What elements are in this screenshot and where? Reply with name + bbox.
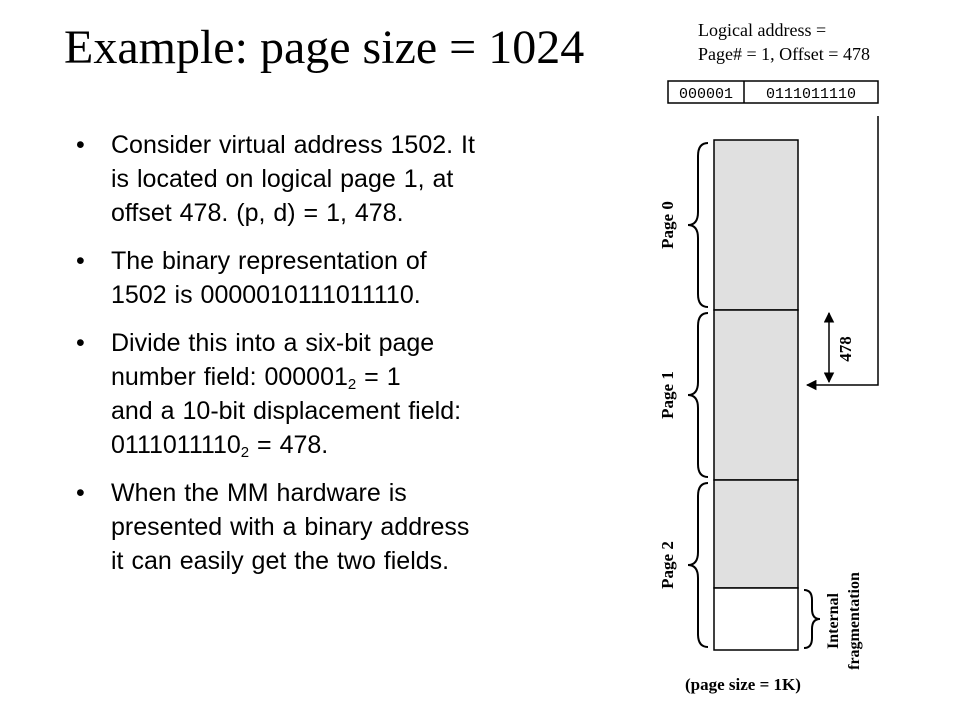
bullet-dot-icon: •	[76, 247, 85, 275]
page-2-used-block	[713, 479, 799, 589]
fragmentation-label-line-1: Internal	[825, 592, 842, 649]
bullet-1-line-2: is located on logical page 1, at	[111, 165, 454, 193]
bullet-dot-icon: •	[76, 479, 85, 507]
bullet-item-4: • When the MM hardware is presented with…	[76, 476, 596, 578]
page-field-binary: number field: 000001	[111, 363, 348, 391]
bullet-3-line-2: number field: 0000012 = 1	[111, 360, 596, 394]
bullet-item-2: • The binary representation of 1502 is 0…	[76, 244, 596, 312]
bullet-4-line-2: presented with a binary address	[111, 513, 470, 541]
bullet-4-line-3: it can easily get the two fields.	[111, 547, 450, 575]
page-field-value: = 1	[356, 363, 401, 391]
offset-dimension-label: 478	[836, 336, 855, 362]
bullet-3-line-1: Divide this into a six-bit page	[111, 329, 435, 357]
bullet-1-line-3: offset 478. (p, d) = 1, 478.	[111, 199, 404, 227]
bullet-3-line-4: 01110111102 = 478.	[111, 428, 596, 462]
bullet-item-3: • Divide this into a six-bit page number…	[76, 326, 596, 462]
page-2-brace	[687, 482, 709, 648]
bullet-2-line-1: The binary representation of	[111, 247, 427, 275]
page-1-label: Page 1	[658, 371, 677, 419]
bullet-dot-icon: •	[76, 131, 85, 159]
slide-title: Example: page size = 1024	[64, 21, 585, 74]
page-1-brace	[687, 312, 709, 478]
bullet-2-line-2: 1502 is 0000010111011110.	[111, 281, 421, 309]
offset-pointer-arrow	[805, 116, 879, 391]
page-size-note: (page size = 1K)	[685, 675, 801, 694]
logical-address-label: Logical address =	[698, 20, 826, 40]
bullet-item-1: • Consider virtual address 1502. It is l…	[76, 128, 596, 230]
base-subscript: 2	[347, 376, 357, 393]
offset-field-value: = 478.	[249, 431, 329, 459]
offset-bits: 0111011110	[766, 86, 856, 103]
page-0-label: Page 0	[658, 201, 677, 249]
offset-field-binary: 0111011110	[111, 431, 241, 459]
bullet-3-line-3: and a 10-bit displacement field:	[111, 397, 462, 425]
logical-address-detail: Page# = 1, Offset = 478	[698, 44, 870, 64]
page-number-bits: 000001	[679, 86, 733, 103]
page-2-unused-block	[713, 587, 799, 651]
bullet-1-line-1: Consider virtual address 1502. It	[111, 131, 475, 159]
base-subscript: 2	[240, 444, 250, 461]
address-bits-box	[667, 80, 879, 104]
page-2-label: Page 2	[658, 541, 677, 589]
page-1-block	[713, 309, 799, 481]
page-0-brace	[687, 142, 709, 308]
bullet-4-line-1: When the MM hardware is	[111, 479, 407, 507]
fragmentation-label-line-2: fragmentation	[846, 572, 863, 670]
bullet-dot-icon: •	[76, 329, 85, 357]
page-0-block	[713, 139, 799, 311]
fragmentation-brace	[803, 589, 821, 649]
bullet-list: • Consider virtual address 1502. It is l…	[76, 128, 596, 592]
